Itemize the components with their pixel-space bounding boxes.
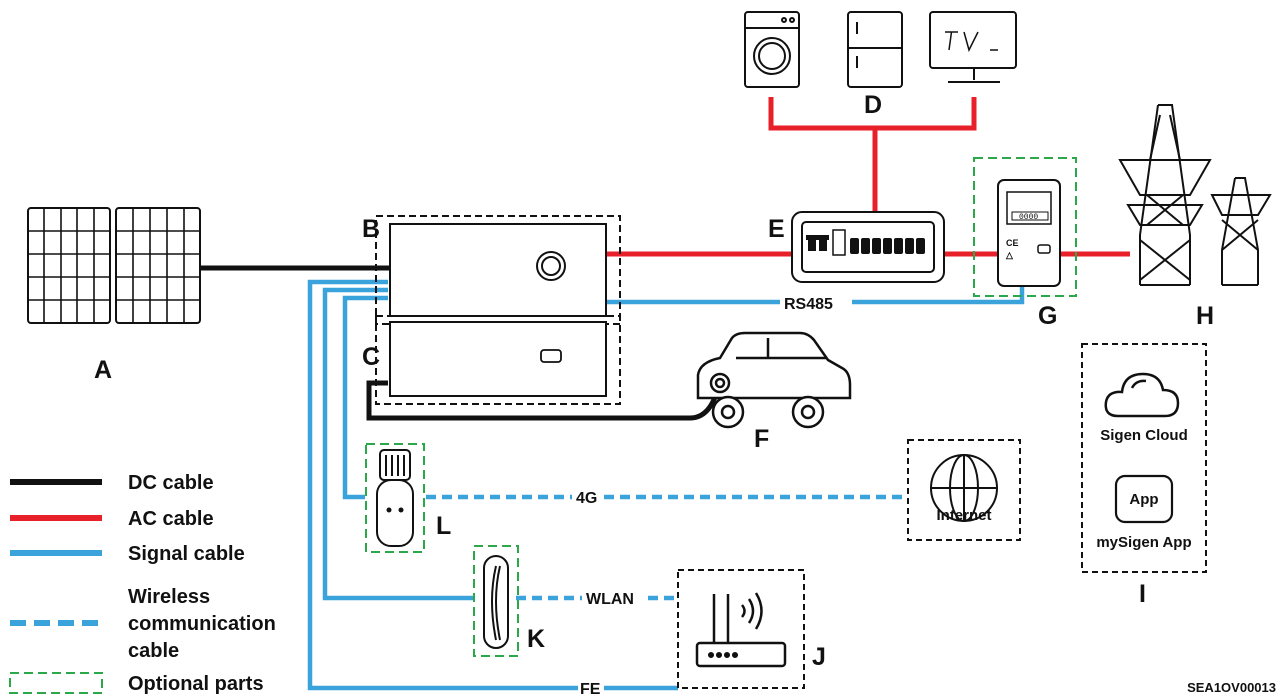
cloud-icon (1104, 372, 1180, 418)
svg-text:△: △ (1005, 250, 1014, 260)
globe-icon (930, 454, 998, 522)
legend-optional-swatch (9, 672, 103, 694)
legend: DC cable AC cable Signal cable Wireless … (9, 472, 276, 695)
legend-wireless-label-2: communication (128, 613, 276, 635)
legend-dc-label: DC cable (128, 472, 214, 494)
sigen-cloud-label: Sigen Cloud (1100, 427, 1188, 444)
signal-cables (307, 279, 1025, 691)
tag-rs485: RS485 (784, 296, 833, 313)
router-icon (695, 592, 787, 668)
label-b: B (362, 215, 380, 243)
internet-box (907, 439, 1021, 541)
legend-wireless-label-3: cable (128, 640, 179, 662)
4g-dongle (376, 449, 414, 547)
optional-box-wlan (473, 545, 519, 657)
label-l: L (436, 512, 451, 540)
label-d: D (864, 91, 882, 119)
optional-box-meter (973, 157, 1077, 297)
svg-text:CE: CE (1006, 238, 1019, 248)
figure-code: SEA1OV00013 (1187, 680, 1276, 695)
label-k: K (527, 625, 545, 653)
electric-vehicle (696, 331, 852, 429)
router-box (677, 569, 805, 689)
wlan-dongle (483, 555, 509, 649)
ac-cable-loads-bus (768, 97, 977, 131)
app-icon (1114, 474, 1174, 524)
app-icon-text: App (1129, 491, 1158, 508)
cloud-app-box (1081, 343, 1207, 573)
refrigerator-icon (847, 11, 903, 88)
meter-reading: 0000 (1019, 213, 1038, 222)
optional-box-4g (365, 443, 425, 553)
label-a: A (94, 356, 112, 384)
label-g: G (1038, 302, 1057, 330)
battery (375, 315, 621, 405)
energy-meter: CE △ (997, 179, 1061, 287)
mysigen-app-label: mySigen App (1096, 534, 1191, 551)
label-i: I (1139, 580, 1146, 608)
wireless-links (426, 494, 908, 601)
distribution-board (791, 211, 945, 283)
legend-signal-label: Signal cable (128, 543, 245, 565)
tag-wlan: WLAN (586, 591, 634, 608)
tag-fe: FE (580, 681, 601, 698)
power-grid-towers (1118, 104, 1272, 286)
tag-4g: 4G (576, 490, 597, 507)
label-c: C (362, 343, 380, 371)
legend-wireless-label-1: Wireless (128, 586, 210, 608)
internet-label: Internet (936, 507, 991, 524)
label-h: H (1196, 302, 1214, 330)
washing-machine-icon (744, 11, 800, 88)
solar-panel-array (27, 207, 201, 324)
television-icon (929, 11, 1017, 83)
inverter (375, 215, 621, 325)
label-f: F (754, 425, 769, 453)
legend-optional-label: Optional parts (128, 673, 264, 695)
label-j: J (812, 643, 826, 671)
legend-ac-label: AC cable (128, 508, 214, 530)
label-e: E (768, 215, 785, 243)
